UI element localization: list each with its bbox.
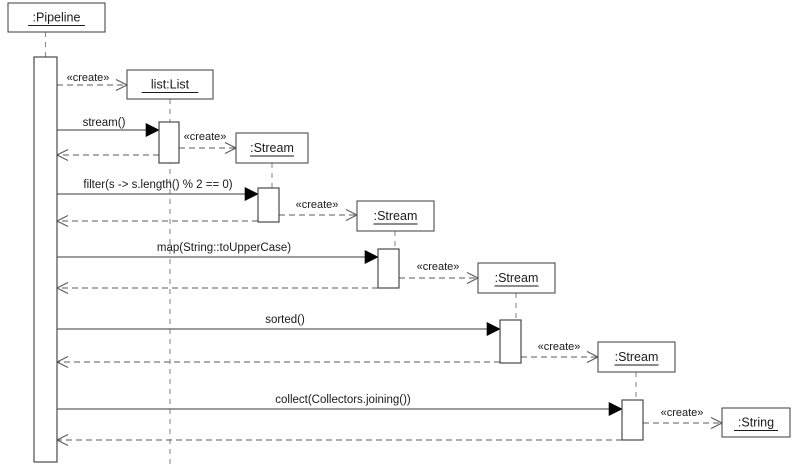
lifeline-box-stream2[interactable] bbox=[356, 200, 435, 232]
lifeline-list[interactable]: list:List bbox=[126, 69, 214, 100]
msg-stream bbox=[57, 123, 160, 137]
msg-stream-label: stream() bbox=[83, 117, 126, 129]
act-pipeline bbox=[33, 56, 58, 463]
msg-filter bbox=[57, 187, 259, 201]
messages-layer bbox=[55, 79, 724, 446]
msg-collect-label: collect(Collectors.joining()) bbox=[275, 394, 411, 406]
msg-create-stream2 bbox=[279, 209, 359, 221]
lifeline-stream3[interactable]: :Stream bbox=[477, 262, 556, 294]
msg-map-arrowhead bbox=[364, 250, 379, 264]
act-stream3 bbox=[377, 248, 400, 289]
message-labels-layer: «create» stream() «create» filter(s -> s.le… bbox=[67, 72, 704, 419]
msg-filter-arrowhead bbox=[244, 187, 259, 201]
msg-return-map bbox=[55, 282, 378, 294]
act-stream1 bbox=[158, 121, 180, 164]
lifeline-box-stream3[interactable] bbox=[477, 262, 556, 294]
activations-layer bbox=[33, 56, 644, 463]
msg-sorted-arrowhead bbox=[486, 322, 501, 336]
lifeline-box-stream1[interactable] bbox=[235, 132, 309, 164]
act-string bbox=[621, 399, 644, 441]
msg-filter-label: filter(s -> s.length() % 2 == 0) bbox=[83, 179, 232, 191]
msg-create-stream1-label: «create» bbox=[184, 131, 227, 143]
msg-create-list-label: «create» bbox=[67, 72, 110, 84]
lifeline-box-stream4[interactable] bbox=[597, 341, 676, 373]
lifeline-box-list[interactable] bbox=[126, 69, 214, 100]
msg-create-stream3 bbox=[399, 272, 480, 284]
msg-collect bbox=[57, 402, 623, 416]
lifeline-stream4[interactable]: :Stream bbox=[597, 341, 676, 373]
msg-create-stream3-label: «create» bbox=[417, 261, 460, 273]
msg-return-collect bbox=[55, 434, 622, 446]
msg-create-string bbox=[643, 417, 724, 429]
lifeline-label-stream2: :Stream bbox=[374, 209, 418, 223]
msg-map-label: map(String::toUpperCase) bbox=[157, 242, 291, 254]
lifeline-string[interactable]: :String bbox=[721, 407, 791, 438]
msg-return-sorted bbox=[55, 356, 500, 368]
act-stream2 bbox=[257, 187, 280, 223]
lifeline-label-pipeline: :Pipeline bbox=[33, 10, 81, 24]
msg-create-stream4-label: «create» bbox=[538, 341, 581, 353]
msg-create-stream2-label: «create» bbox=[296, 199, 339, 211]
msg-stream-arrowhead bbox=[145, 123, 160, 137]
lifeline-stream1[interactable]: :Stream bbox=[235, 132, 309, 164]
lifeline-label-stream4: :Stream bbox=[615, 350, 659, 364]
lifeline-boxes-layer: :Pipeline list:List :Stream :Stream :Stream:… bbox=[7, 2, 791, 438]
msg-map bbox=[57, 250, 379, 264]
lifeline-stream2[interactable]: :Stream bbox=[356, 200, 435, 232]
msg-return-stream bbox=[55, 149, 159, 161]
msg-create-stream1 bbox=[179, 142, 238, 154]
lifeline-label-stream3: :Stream bbox=[495, 271, 539, 285]
msg-collect-arrowhead bbox=[608, 402, 623, 416]
act-stream4 bbox=[499, 319, 522, 364]
lifeline-box-pipeline[interactable] bbox=[7, 2, 106, 33]
msg-create-string-label: «create» bbox=[661, 407, 704, 419]
lifeline-pipeline[interactable]: :Pipeline bbox=[7, 2, 106, 33]
lifeline-label-string: :String bbox=[738, 415, 774, 429]
msg-create-stream4 bbox=[521, 351, 600, 363]
lifeline-label-list: list:List bbox=[151, 77, 190, 91]
msg-sorted bbox=[57, 322, 501, 336]
msg-return-filter bbox=[55, 215, 258, 227]
lifeline-box-string[interactable] bbox=[721, 407, 791, 438]
msg-sorted-label: sorted() bbox=[265, 314, 305, 326]
lifeline-label-stream1: :Stream bbox=[250, 141, 294, 155]
